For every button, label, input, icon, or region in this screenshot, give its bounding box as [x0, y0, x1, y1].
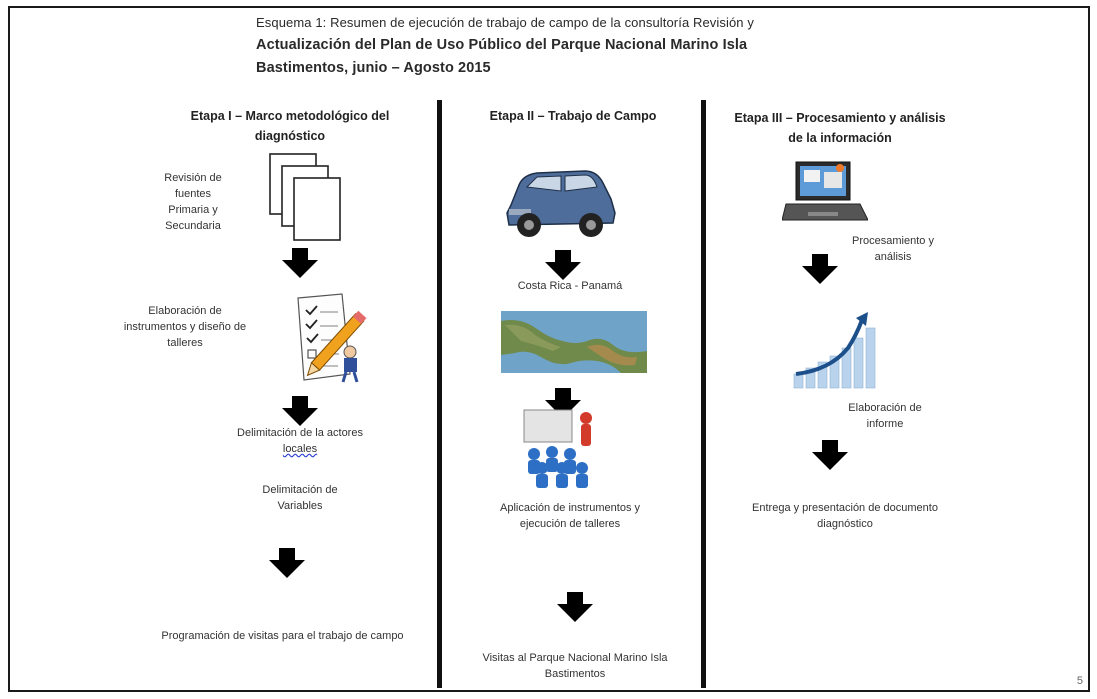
- step-line: Variables: [277, 500, 323, 512]
- step-line: talleres: [167, 337, 203, 349]
- stage-1-title-line-2: diagnóstico: [254, 129, 326, 143]
- stage-3-title-line-2: de la información: [788, 131, 892, 145]
- meeting-icon: [518, 408, 608, 490]
- step-text: locales: [282, 443, 318, 455]
- documents-icon: [268, 152, 344, 244]
- arrow-down-icon: [282, 396, 318, 426]
- stage-3-title: Etapa III – Procesamiento y análisis de …: [710, 108, 970, 148]
- step-text: Delimitación de la actores: [237, 427, 363, 439]
- step-delivery-presentation: Entrega y presentación de documento diag…: [730, 500, 960, 532]
- step-line: ejecución de talleres: [519, 518, 621, 530]
- step-line: Entrega y presentación de documento: [752, 502, 938, 514]
- diagram-title: Esquema 1: Resumen de ejecución de traba…: [256, 11, 896, 80]
- step-line: Bastimentos: [544, 668, 606, 680]
- stage-1-title: Etapa I – Marco metodológico del diagnós…: [150, 106, 430, 146]
- step-line: análisis: [874, 251, 912, 263]
- step-instruments-design: Elaboración de instrumentos y diseño de …: [110, 303, 260, 351]
- stage-2-title-line-1: Etapa II – Trabajo de Campo: [489, 109, 657, 123]
- arrow-down-icon: [282, 248, 318, 278]
- step-line: Delimitación de: [262, 484, 338, 496]
- step-line: Programación de visitas para el trabajo …: [161, 630, 404, 642]
- arrow-down-icon: [545, 388, 581, 418]
- step-line: Procesamiento y: [852, 235, 934, 247]
- step-line: Costa Rica - Panamá: [517, 280, 623, 292]
- step-line: Secundaria: [165, 220, 221, 232]
- laptop-icon: [782, 160, 868, 226]
- step-processing-analysis: Procesamiento y análisis: [838, 233, 948, 265]
- step-line: informe: [866, 418, 904, 430]
- title-line-1: Esquema 1: Resumen de ejecución de traba…: [256, 15, 754, 30]
- title-line-2: Actualización del Plan de Uso Público de…: [256, 37, 748, 53]
- step-park-visits: Visitas al Parque Nacional Marino Isla B…: [455, 650, 695, 682]
- map-icon: [501, 311, 647, 373]
- step-line: Elaboración de: [148, 305, 222, 317]
- step-line: fuentes: [174, 188, 212, 200]
- arrow-down-icon: [802, 254, 838, 284]
- step-line: Aplicación de instrumentos y: [499, 502, 640, 514]
- step-apply-instruments: Aplicación de instrumentos y ejecución d…: [470, 500, 670, 532]
- arrow-down-icon: [545, 250, 581, 280]
- arrow-down-icon: [557, 592, 593, 622]
- step-review-sources: Revisión de fuentes Primaria y Secundari…: [148, 170, 238, 234]
- page-number: 5: [1076, 675, 1083, 687]
- step-line: Revisión de: [164, 172, 222, 184]
- step-line: Visitas al Parque Nacional Marino Isla: [482, 652, 668, 664]
- suv-icon: [503, 165, 619, 241]
- step-schedule-visits: Programación de visitas para el trabajo …: [140, 628, 425, 644]
- checklist-pencil-icon: [292, 292, 378, 384]
- step-line: Primaria y: [168, 204, 218, 216]
- step-local-actors: Delimitación de la actores locales: [220, 425, 380, 457]
- arrow-down-icon: [812, 440, 848, 470]
- step-line: locales: [220, 441, 380, 457]
- step-line: instrumentos y diseño de: [123, 321, 247, 333]
- step-line: Delimitación de la actores: [220, 425, 380, 441]
- column-divider-2: [701, 100, 706, 688]
- stage-2-title: Etapa II – Trabajo de Campo: [448, 106, 698, 126]
- step-costa-rica-panama: Costa Rica - Panamá: [500, 278, 640, 294]
- stage-1-title-line-1: Etapa I – Marco metodológico del: [190, 109, 390, 123]
- step-line: Elaboración de: [848, 402, 922, 414]
- growth-chart-icon: [790, 308, 886, 398]
- column-divider-1: [437, 100, 442, 688]
- title-line-3: Bastimentos, junio – Agosto 2015: [256, 60, 491, 76]
- arrow-down-icon: [269, 548, 305, 578]
- stage-3-title-line-1: Etapa III – Procesamiento y análisis: [734, 111, 946, 125]
- step-variables: Delimitación de Variables: [230, 482, 370, 514]
- step-report-writing: Elaboración de informe: [840, 400, 930, 432]
- step-line: diagnóstico: [817, 518, 873, 530]
